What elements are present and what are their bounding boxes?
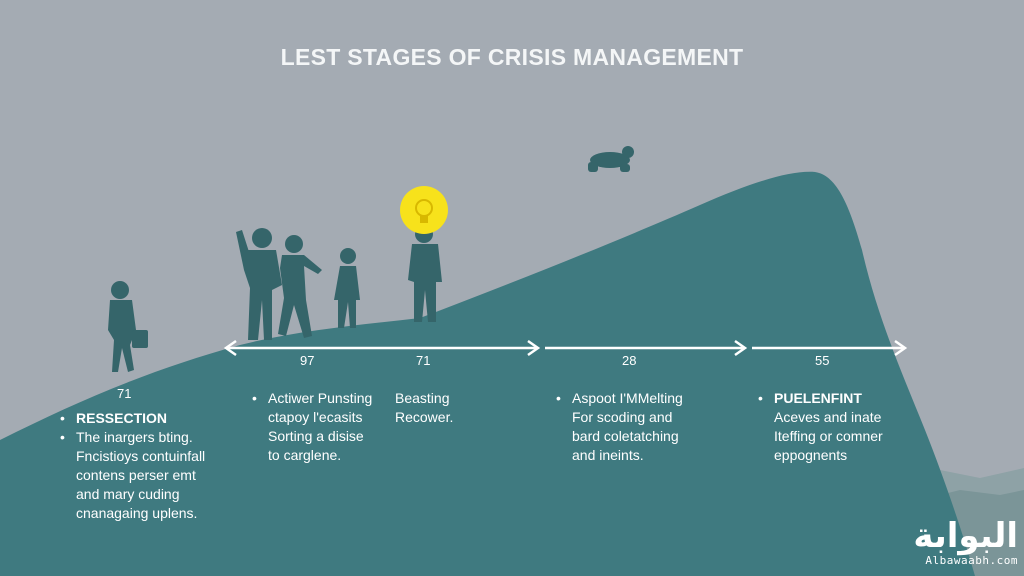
stage-line: Actiwer Punsting — [268, 390, 373, 406]
stage-line: contens perser emt — [76, 467, 196, 483]
stage-heading: PUELENFINT — [774, 390, 862, 406]
stage-number-2: 97 — [300, 353, 315, 368]
stage-line: cnanagaing uplens. — [76, 505, 198, 521]
site-logo[interactable]: البوابة Albawaabh.com — [868, 516, 1018, 572]
timeline-arrows — [223, 339, 908, 357]
bullet: • — [556, 390, 561, 406]
stage-2-text: • Actiwer Punsting ctapoy l'ecasits Sort… — [252, 389, 373, 465]
bullet: • — [758, 390, 763, 406]
stage-3-text: Beasting Recower. — [395, 389, 453, 427]
logo-arabic: البوابة — [913, 516, 1018, 556]
bullet: • — [252, 390, 257, 406]
stage-line: bard coletatching — [572, 428, 679, 444]
stage-line: Fncistioys contuinfall — [76, 448, 206, 464]
stage-line: and ineints. — [572, 447, 644, 463]
stage-5-text: • PUELENFINT Aceves and inate Iteffing o… — [758, 389, 883, 465]
logo-latin: Albawaabh.com — [925, 554, 1018, 567]
stage-1-text: • RESSECTION • The inargers bting. Fncis… — [60, 409, 206, 523]
mountain — [0, 171, 975, 576]
stage-line: to carglene. — [268, 447, 342, 463]
stage-line: ctapoy l'ecasits — [268, 409, 363, 425]
stage-line: Aceves and inate — [774, 409, 882, 425]
stage-heading: RESSECTION — [76, 410, 168, 426]
stage-line: and mary cuding — [76, 486, 180, 502]
stage-line: Aspoot I'MMelting — [572, 390, 683, 406]
stage-line: The inargers bting. — [76, 429, 193, 445]
bullet: • — [60, 410, 65, 426]
stage-line: Recower. — [395, 409, 454, 425]
stage-line: For scoding and — [572, 409, 673, 425]
lightbulb-icon — [400, 186, 448, 234]
people-silhouettes — [108, 225, 442, 372]
page-title: LEST STAGES OF CRISIS MANAGEMENT — [280, 44, 744, 70]
stage-line: Iteffing or comner — [774, 428, 883, 444]
stage-number-5: 55 — [815, 353, 830, 368]
stage-4-text: • Aspoot I'MMelting For scoding and bard… — [556, 389, 683, 465]
bullet: • — [60, 429, 65, 445]
flying-figure-icon — [588, 146, 634, 172]
stage-number-4: 28 — [622, 353, 637, 368]
stage-line: Sorting a disise — [268, 428, 364, 444]
stage-line: eppognents — [774, 447, 848, 463]
stage-number-3: 71 — [416, 353, 431, 368]
stage-line: Beasting — [395, 390, 450, 406]
stage-number-1: 71 — [117, 386, 132, 401]
